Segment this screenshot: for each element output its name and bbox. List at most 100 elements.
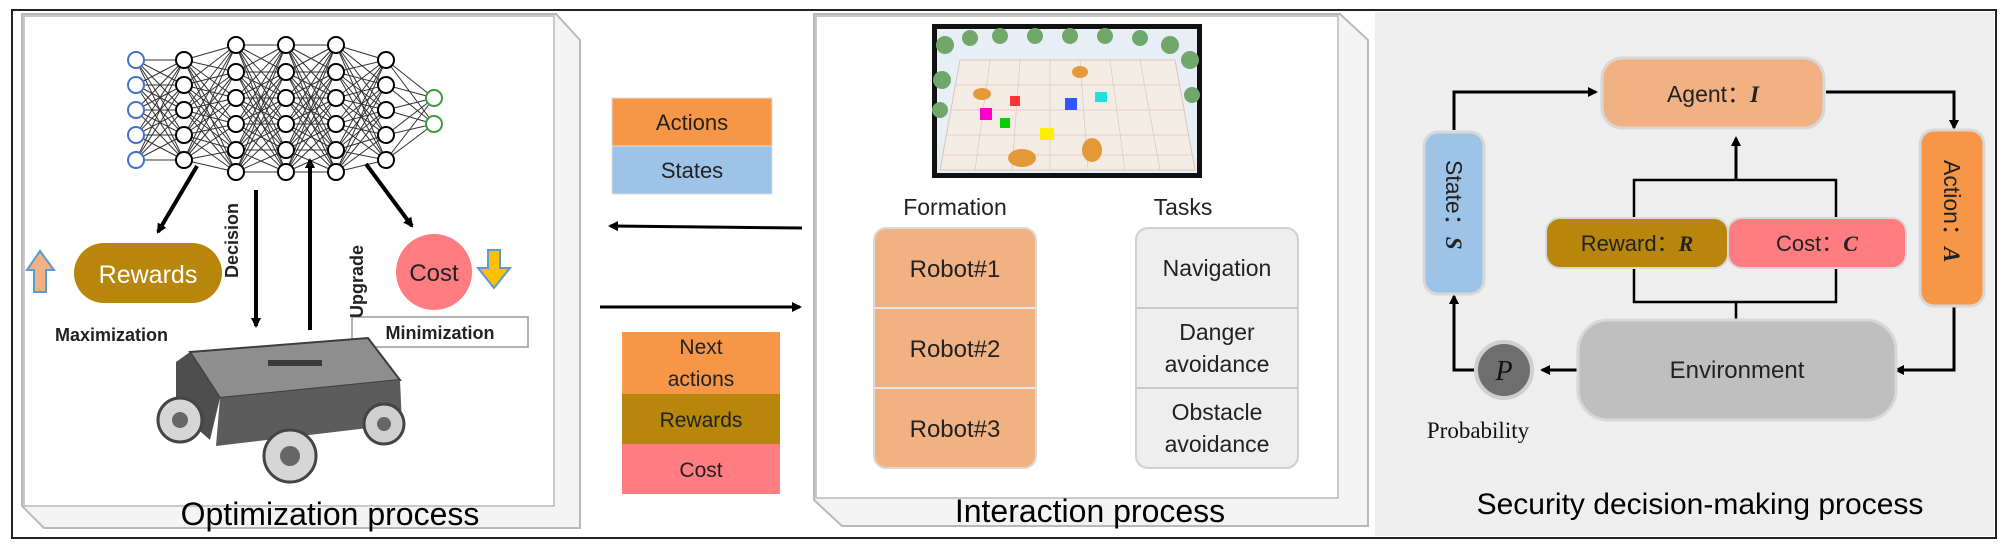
action-box xyxy=(1918,128,1986,308)
optimization-title: Optimization process xyxy=(181,496,480,532)
minimization-label: Minimization xyxy=(386,323,495,343)
nn-node xyxy=(377,76,395,94)
nn-connection xyxy=(235,44,287,125)
arrow-to-rewards xyxy=(156,164,199,234)
nn-connection xyxy=(235,44,287,73)
nn-connection xyxy=(235,44,287,99)
nn-node xyxy=(227,115,245,133)
cost-circle xyxy=(396,234,472,310)
nn-node xyxy=(175,51,193,69)
nn-connection xyxy=(385,97,435,161)
nn-node xyxy=(327,115,345,133)
upgrade-label: Upgrade xyxy=(347,245,367,318)
nn-connection xyxy=(285,44,337,125)
nn-connection xyxy=(235,44,287,151)
nn-node xyxy=(127,126,145,144)
task-item: Navigation xyxy=(1163,255,1272,281)
interaction-panel: Formation Tasks Robot#1 Robot#2 Robot#3 … xyxy=(813,13,1369,529)
nn-connection xyxy=(285,44,337,73)
rewards-label: Rewards xyxy=(99,261,198,289)
nn-node xyxy=(377,151,395,169)
feedback-lines xyxy=(1632,178,1838,320)
nn-connection xyxy=(183,44,237,136)
nn-connection xyxy=(335,109,387,173)
rewards-box xyxy=(622,394,780,444)
nn-node xyxy=(175,101,193,119)
nn-connection xyxy=(183,123,237,161)
nn-connection xyxy=(235,97,287,173)
nn-connection xyxy=(285,71,337,151)
nn-connection xyxy=(183,71,237,161)
states-label: States xyxy=(661,158,723,183)
nn-node xyxy=(377,51,395,69)
nn-connection xyxy=(235,71,287,173)
nn-node xyxy=(277,36,295,54)
actions-label: Actions xyxy=(656,110,728,135)
nn-connection xyxy=(135,59,185,111)
nn-connection xyxy=(235,71,287,151)
nn-connection xyxy=(183,44,237,161)
action-label: Action：A xyxy=(1939,160,1965,262)
nn-node xyxy=(227,163,245,181)
neural-network-graphic xyxy=(127,36,443,181)
nn-connection xyxy=(335,109,387,151)
nn-connection xyxy=(235,123,287,151)
nn-connection xyxy=(285,71,337,173)
robot-item: Robot#1 xyxy=(910,256,1001,283)
tasks-column xyxy=(1135,227,1299,469)
nn-node xyxy=(227,141,245,159)
nn-node xyxy=(277,63,295,81)
nn-connection xyxy=(235,149,287,173)
rewards-pill xyxy=(74,243,222,303)
arrow-down-icon xyxy=(475,249,513,290)
nn-node xyxy=(277,115,295,133)
reward-label: Reward：R xyxy=(1581,231,1694,256)
nn-node xyxy=(377,126,395,144)
nn-connection xyxy=(335,84,387,173)
simulation-scene-image xyxy=(932,24,1202,178)
agent-label: Agent：I xyxy=(1667,81,1760,107)
cost-label: Cost xyxy=(409,260,459,287)
nn-node xyxy=(327,36,345,54)
nn-node xyxy=(277,163,295,181)
nn-connection xyxy=(285,123,337,173)
nn-node xyxy=(277,141,295,159)
nn-connection xyxy=(385,59,435,99)
nn-connection xyxy=(135,84,185,161)
nn-connection xyxy=(135,59,185,136)
cost-label-security: Cost：C xyxy=(1776,231,1858,256)
nn-connection xyxy=(285,123,337,151)
nn-node xyxy=(175,76,193,94)
cost-box xyxy=(622,444,780,494)
arrow-to-cost xyxy=(364,162,414,228)
environment-box xyxy=(1576,318,1898,422)
nn-connection xyxy=(285,44,337,99)
nn-node xyxy=(327,63,345,81)
security-title: Security decision-making process xyxy=(1477,488,1924,521)
nn-connection xyxy=(135,109,185,161)
nn-node xyxy=(175,151,193,169)
state-label: State：S xyxy=(1441,160,1467,250)
states-box xyxy=(611,145,773,195)
next-actions-box xyxy=(622,332,780,394)
nn-node xyxy=(227,63,245,81)
nn-connection xyxy=(135,59,185,86)
nn-connection xyxy=(183,44,237,111)
nn-connection xyxy=(135,134,185,161)
nn-connection xyxy=(183,44,237,86)
cost-box-label: Cost xyxy=(679,459,722,482)
nn-connection xyxy=(183,71,237,111)
nn-node xyxy=(327,141,345,159)
optimization-panel: Rewards Maximization Cost Minimization D… xyxy=(21,13,581,532)
nn-node xyxy=(377,101,395,119)
probability-symbol: P xyxy=(1494,356,1512,387)
maximization-label: Maximization xyxy=(55,325,168,345)
robot-image xyxy=(156,336,406,484)
nn-node xyxy=(127,51,145,69)
nn-connection xyxy=(285,44,337,151)
